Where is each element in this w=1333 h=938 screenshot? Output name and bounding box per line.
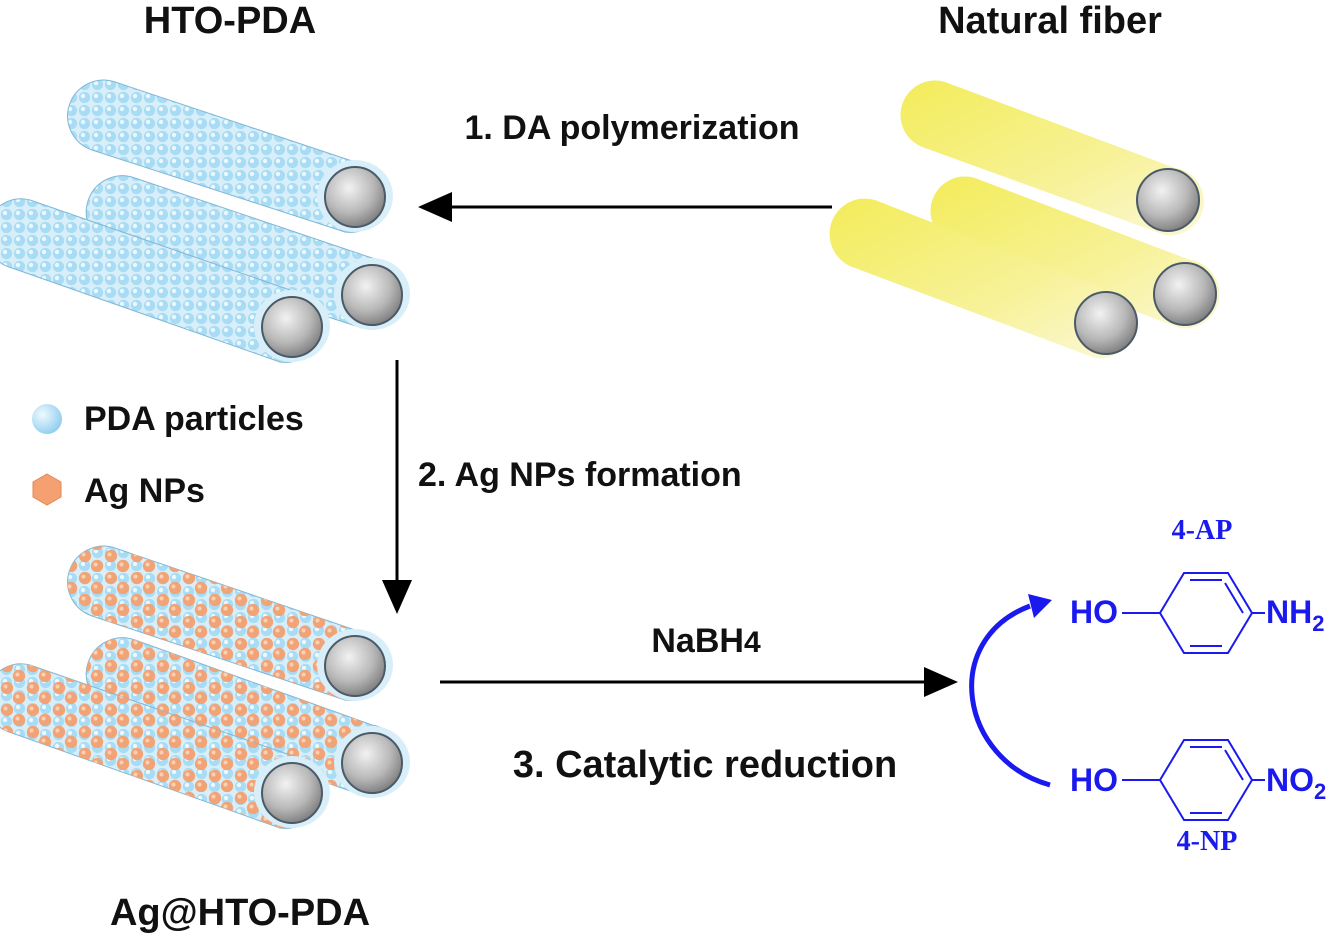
step2-label: 2. Ag NPs formation [418,456,742,494]
product-ho-group: HO [1070,594,1118,630]
product-benzene-ring [1122,572,1265,654]
reactant-no2-group: NO2 [1266,762,1326,804]
step3-arrowhead [924,667,958,697]
ag-np-legend-icon [32,473,62,506]
ag-fiber-middle [85,637,410,798]
step3-label: 3. Catalytic reduction [513,744,897,786]
pda-fiber-back [67,79,393,233]
ag-hto-pda-fiber-bundle [0,545,410,829]
pda-fiber-front [0,198,330,363]
ag-hto-pda-title: Ag@HTO-PDA [110,892,370,934]
legend: PDA particles Ag NPs [32,400,304,510]
reaction-curve-arrowhead [1028,594,1052,618]
natural-fiber-middle [930,176,1220,329]
natural-fiber-back [900,80,1204,236]
reactant-benzene-ring [1122,739,1265,821]
step2-arrowhead [382,580,412,614]
natural-fiber-front [829,198,1138,359]
reaction-curve-arrow [969,603,1051,788]
step1-arrowhead [418,192,452,222]
molecule-4-ap: 4-AP HO NH2 [1070,515,1324,654]
ag-fiber-front [0,663,330,829]
natural-fiber-bundle [829,80,1220,359]
pda-particle-legend-icon [32,404,62,434]
legend-ag-label: Ag NPs [84,472,205,510]
legend-pda-label: PDA particles [84,400,304,438]
natural-fiber-title: Natural fiber [938,0,1162,42]
product-nh2-group: NH2 [1266,594,1324,636]
ag-fiber-back [67,545,393,701]
hto-pda-title: HTO-PDA [144,0,316,42]
molecule-4-np: HO NO2 4-NP [1070,739,1326,857]
pda-fiber-middle [85,175,410,330]
reagent-label: NaBH4 [651,622,761,660]
hto-pda-fiber-bundle [0,79,410,363]
reactant-ho-group: HO [1070,762,1118,798]
step1-label: 1. DA polymerization [464,109,799,147]
product-name: 4-AP [1172,515,1233,546]
reactant-name: 4-NP [1177,826,1238,857]
